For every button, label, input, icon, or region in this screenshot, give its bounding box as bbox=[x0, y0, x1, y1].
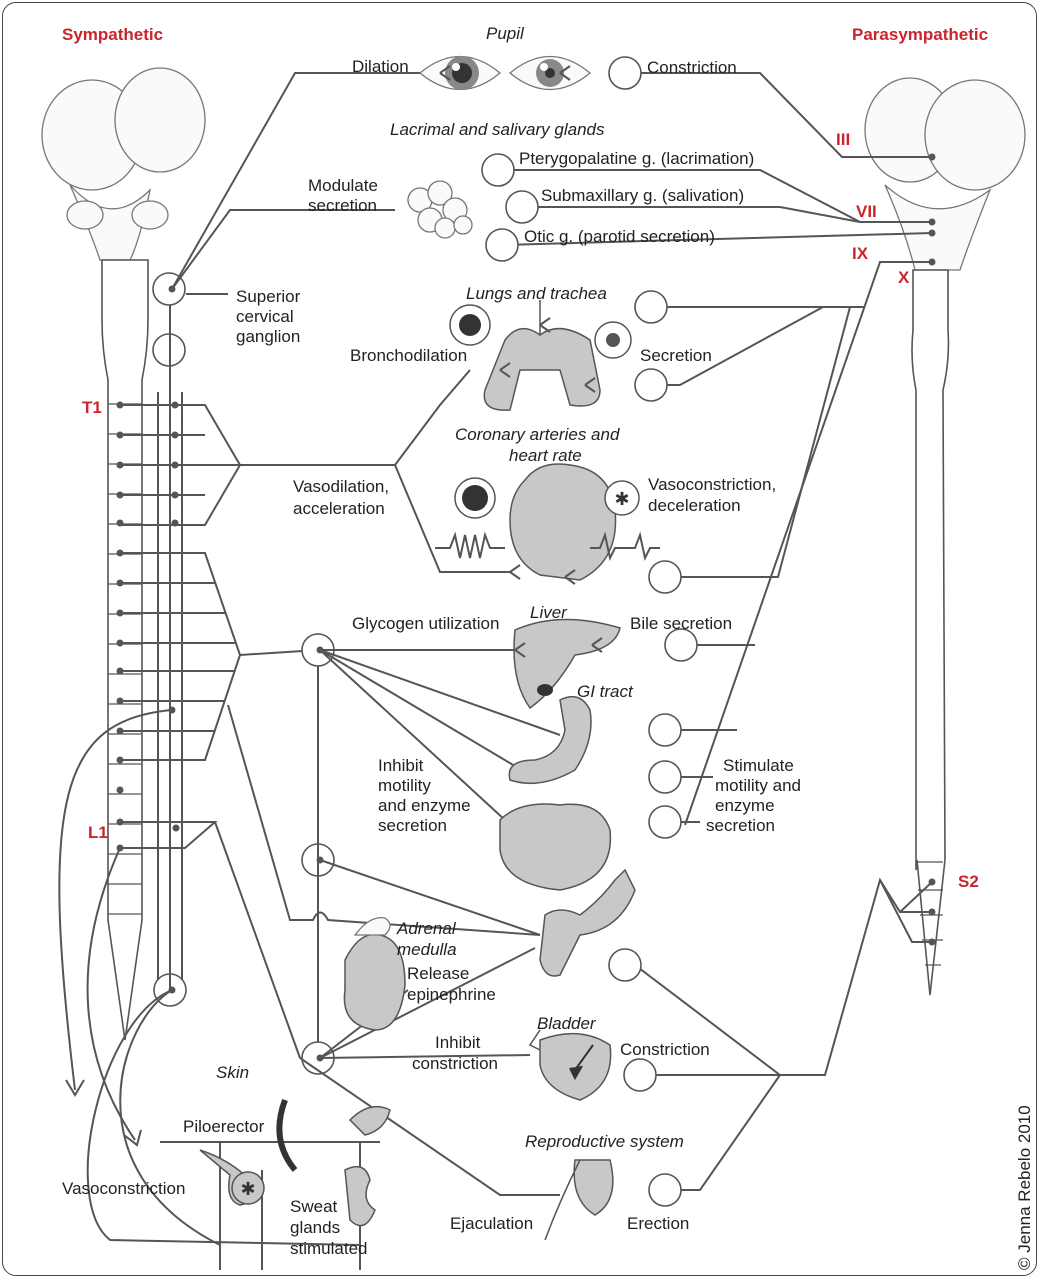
svg-text:✱: ✱ bbox=[240, 1179, 255, 1199]
label-glycogen: Glycogen utilization bbox=[352, 614, 499, 633]
level-l1: L1 bbox=[88, 823, 108, 842]
cranial-nerve-vii: VII bbox=[856, 202, 877, 221]
label-erection: Erection bbox=[627, 1214, 689, 1233]
level-t1: T1 bbox=[82, 398, 102, 417]
cranial-nerve-ix: IX bbox=[852, 244, 869, 263]
sympathetic-chain bbox=[153, 273, 186, 1006]
label-sweat-2: glands bbox=[290, 1218, 340, 1237]
label-release-2: epinephrine bbox=[407, 985, 496, 1004]
organ-pupil: Pupil bbox=[486, 24, 525, 43]
label-modulate-2: secretion bbox=[308, 196, 377, 215]
adrenal-kidney bbox=[344, 918, 405, 1030]
label-bronchodilation: Bronchodilation bbox=[350, 346, 467, 365]
left-spinal-cord bbox=[102, 260, 148, 1040]
scg-to-eye bbox=[172, 73, 420, 289]
label-sweat-3: stimulated bbox=[290, 1239, 367, 1258]
cranial-nerve-x: X bbox=[898, 268, 910, 287]
svg-text:✱: ✱ bbox=[614, 489, 629, 509]
label-inhibit-2: motility bbox=[378, 776, 431, 795]
label-scg-1: Superior bbox=[236, 287, 301, 306]
label-scg-3: ganglion bbox=[236, 327, 300, 346]
label-pterygopalatine: Pterygopalatine g. (lacrimation) bbox=[519, 149, 754, 168]
label-stimulate-3: enzyme bbox=[715, 796, 775, 815]
eyes bbox=[420, 56, 590, 90]
scg-to-glands bbox=[172, 210, 395, 289]
label-submaxillary: Submaxillary g. (salivation) bbox=[541, 186, 744, 205]
organ-skin: Skin bbox=[216, 1063, 249, 1082]
label-vasodilation-1: Vasodilation, bbox=[293, 477, 389, 496]
organ-reproductive: Reproductive system bbox=[525, 1132, 684, 1151]
reproductive bbox=[545, 1160, 613, 1240]
label-stimulate-1: Stimulate bbox=[723, 756, 794, 775]
right-spinal-cord bbox=[912, 270, 948, 995]
organ-gi: GI tract bbox=[577, 682, 634, 701]
bladder bbox=[530, 1030, 611, 1100]
label-constriction-bladder: Constriction bbox=[620, 1040, 710, 1059]
prevertebral-ganglia bbox=[300, 634, 560, 1195]
organ-liver: Liver bbox=[530, 603, 568, 622]
label-otic: Otic g. (parotid secretion) bbox=[524, 227, 715, 246]
organ-heart-2: heart rate bbox=[509, 446, 582, 465]
organ-adrenal-2: medulla bbox=[397, 940, 457, 959]
label-sweat-1: Sweat bbox=[290, 1197, 338, 1216]
label-stimulate-2: motility and bbox=[715, 776, 801, 795]
right-brain bbox=[865, 78, 1025, 270]
sympathetic-title: Sympathetic bbox=[62, 25, 163, 44]
label-ejaculation: Ejaculation bbox=[450, 1214, 533, 1233]
left-brain bbox=[42, 68, 205, 260]
label-inhibit-1: Inhibit bbox=[378, 756, 424, 775]
label-stimulate-4: secretion bbox=[706, 816, 775, 835]
cranial-nerve-iii: III bbox=[836, 130, 850, 149]
lungs bbox=[450, 300, 631, 410]
organ-heart-1: Coronary arteries and bbox=[455, 425, 620, 444]
organ-lungs: Lungs and trachea bbox=[466, 284, 607, 303]
label-modulate-1: Modulate bbox=[308, 176, 378, 195]
label-piloerector: Piloerector bbox=[183, 1117, 265, 1136]
label-vasoconstriction-skin: Vasoconstriction bbox=[62, 1179, 185, 1198]
label-bile: Bile secretion bbox=[630, 614, 732, 633]
label-release-1: Release bbox=[407, 964, 469, 983]
label-constriction-pupil: Constriction bbox=[647, 58, 737, 77]
credit: © Jenna Rebelo 2010 bbox=[1015, 1105, 1034, 1270]
label-secretion: Secretion bbox=[640, 346, 712, 365]
organ-adrenal-1: Adrenal bbox=[396, 919, 457, 938]
label-scg-2: cervical bbox=[236, 307, 294, 326]
label-inhibit-4: secretion bbox=[378, 816, 447, 835]
label-vasoconstriction-1: Vasoconstriction, bbox=[648, 475, 776, 494]
label-inhibit-constriction-2: constriction bbox=[412, 1054, 498, 1073]
organ-bladder: Bladder bbox=[537, 1014, 597, 1033]
label-vasoconstriction-2: deceleration bbox=[648, 496, 741, 515]
label-vasodilation-2: acceleration bbox=[293, 499, 385, 518]
label-dilation: Dilation bbox=[352, 57, 409, 76]
organ-glands: Lacrimal and salivary glands bbox=[390, 120, 605, 139]
salivary-glands bbox=[408, 181, 472, 238]
label-inhibit-constriction-1: Inhibit bbox=[435, 1033, 481, 1052]
heart: ✱ bbox=[435, 464, 660, 580]
label-inhibit-3: and enzyme bbox=[378, 796, 471, 815]
parasympathetic-title: Parasympathetic bbox=[852, 25, 988, 44]
level-s2: S2 bbox=[958, 872, 979, 891]
